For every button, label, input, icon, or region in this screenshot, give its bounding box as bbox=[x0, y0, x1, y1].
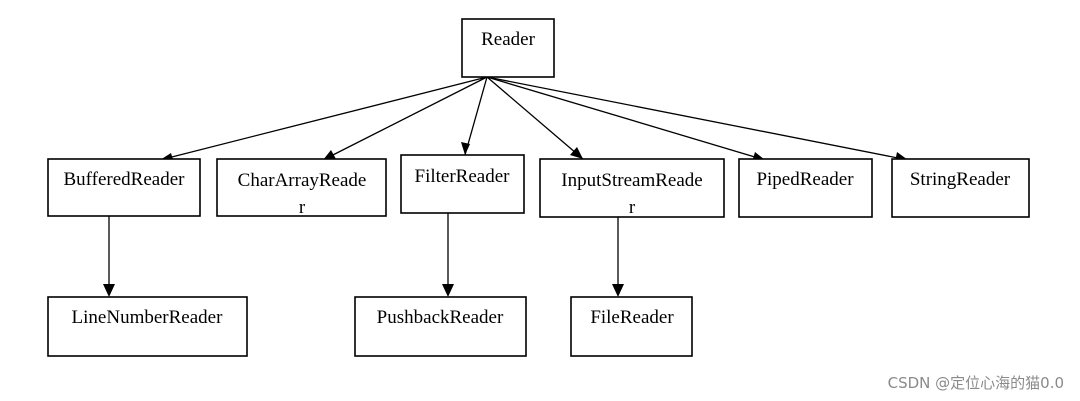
edge-reader-pipedreader bbox=[486, 76, 766, 161]
arrowhead-inputstreamreader bbox=[570, 147, 583, 159]
node-stringreader: StringReader bbox=[891, 158, 1030, 218]
node-filereader: FileReader bbox=[570, 296, 693, 357]
edge-reader-bufferedreader bbox=[159, 76, 488, 161]
node-pushbackreader-label: PushbackReader bbox=[377, 307, 504, 328]
edge-reader-chararrayreader bbox=[322, 76, 488, 161]
arrowhead-filereader bbox=[612, 284, 624, 297]
arrowhead-pushbackreader bbox=[442, 284, 454, 297]
node-chararrayreader-label-line2: r bbox=[299, 197, 306, 218]
node-pushbackreader: PushbackReader bbox=[354, 296, 527, 357]
node-filterreader-label: FilterReader bbox=[415, 166, 511, 187]
arrowhead-filterreader bbox=[461, 142, 470, 155]
csdn-watermark: CSDN @定位心海的猫0.0 bbox=[887, 374, 1064, 392]
arrowhead-chararrayreader bbox=[323, 150, 336, 160]
node-linenumberreader-label: LineNumberReader bbox=[72, 307, 224, 328]
node-reader: Reader bbox=[461, 18, 555, 78]
node-pipedreader-label: PipedReader bbox=[756, 169, 854, 190]
arrowhead-linenumberreader bbox=[103, 284, 115, 297]
edge-reader-filterreader bbox=[464, 76, 488, 156]
edge-reader-stringreader bbox=[486, 76, 909, 161]
node-inputstreamreader-label-line1: InputStreamReade bbox=[561, 170, 702, 191]
node-inputstreamreader-label-line2: r bbox=[629, 197, 636, 218]
node-inputstreamreader: InputStreamReade r bbox=[539, 158, 725, 218]
node-pipedreader: PipedReader bbox=[738, 158, 873, 218]
node-bufferedreader-label: BufferedReader bbox=[64, 169, 186, 190]
node-linenumberreader: LineNumberReader bbox=[47, 296, 248, 357]
node-chararrayreader: CharArrayReade r bbox=[216, 158, 387, 218]
node-bufferedreader: BufferedReader bbox=[47, 158, 201, 217]
node-filereader-label: FileReader bbox=[590, 307, 674, 328]
node-stringreader-label: StringReader bbox=[910, 169, 1011, 190]
node-filterreader: FilterReader bbox=[400, 154, 525, 214]
node-chararrayreader-label-line1: CharArrayReade bbox=[238, 170, 367, 191]
edge-reader-inputstreamreader bbox=[486, 76, 584, 160]
node-reader-label: Reader bbox=[481, 29, 535, 50]
